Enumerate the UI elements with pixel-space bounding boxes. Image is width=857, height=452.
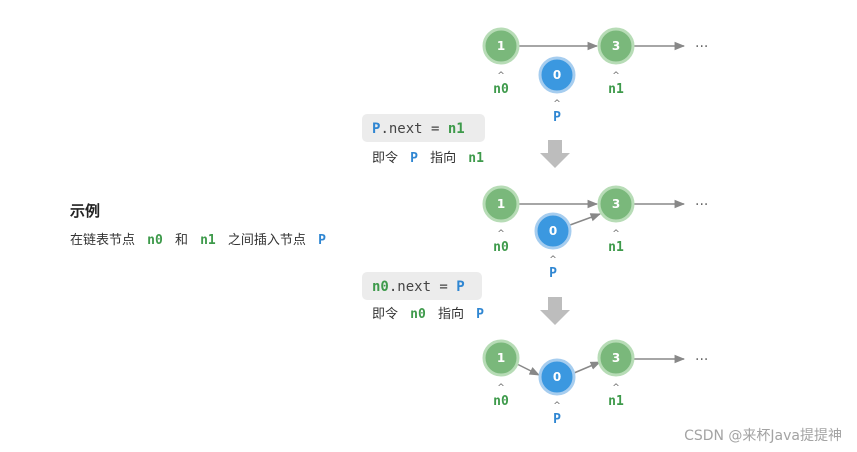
step2-code-box [362, 272, 482, 300]
step1-code-box [362, 114, 485, 142]
pointer-caret: ^ [497, 229, 505, 239]
node-n0: 1 [482, 27, 520, 65]
node-p: 0 [534, 212, 572, 250]
node-value: 1 [497, 39, 505, 53]
step-arrow-2 [540, 297, 570, 325]
step2-description: 即令 n0 指向 P [372, 306, 484, 322]
node-p: 0 [538, 358, 576, 396]
pointer-caret: ^ [612, 383, 620, 393]
node-value: 3 [612, 351, 620, 365]
label-n0: n0 [493, 394, 509, 409]
ellipsis: ··· [695, 197, 708, 213]
pointer-caret: ^ [612, 71, 620, 81]
node-value: 0 [549, 224, 557, 238]
link-n0-p [516, 363, 540, 376]
desc-n0: n0 [147, 233, 163, 248]
row-initial: ··· 1 3 0 ^ n0 ^ n1 ^ P [482, 27, 708, 125]
label-p: P [553, 110, 561, 125]
node-value: 0 [553, 68, 561, 82]
node-n0: 1 [482, 185, 520, 223]
node-value: 1 [497, 197, 505, 211]
desc-prefix: 在链表节点 [70, 233, 135, 248]
desc-and: 和 [175, 233, 188, 248]
ellipsis: ··· [695, 352, 708, 368]
desc-n1: n1 [200, 233, 216, 248]
ellipsis: ··· [695, 39, 708, 55]
pointer-caret: ^ [553, 401, 561, 411]
node-n0: 1 [482, 339, 520, 377]
step1-code: P.next = n1 [372, 121, 465, 137]
desc-mid: 之间插入节点 [228, 233, 306, 248]
node-n1: 3 [597, 185, 635, 223]
row-after-step2: ··· 1 3 0 ^ n0 ^ n1 ^ P [482, 339, 708, 427]
step1-annotation: P.next = n1 即令 P 指向 n1 [362, 114, 485, 166]
step-arrow-1 [540, 140, 570, 168]
node-value: 0 [553, 370, 561, 384]
link-p-n1 [573, 361, 601, 374]
node-value: 3 [612, 39, 620, 53]
link-p-n1 [569, 213, 601, 226]
step2-annotation: n0.next = P 即令 n0 指向 P [362, 272, 484, 322]
pointer-caret: ^ [497, 383, 505, 393]
label-p: P [549, 266, 557, 281]
pointer-caret: ^ [497, 71, 505, 81]
label-n1: n1 [608, 394, 624, 409]
label-n1: n1 [608, 82, 624, 97]
watermark: CSDN @来杯Java提提神 [684, 428, 842, 444]
label-n0: n0 [493, 82, 509, 97]
node-n1: 3 [597, 27, 635, 65]
row-after-step1: ··· 1 3 0 ^ n0 ^ n1 ^ P [482, 185, 708, 281]
step1-description: 即令 P 指向 n1 [372, 150, 484, 166]
node-n1: 3 [597, 339, 635, 377]
desc-p: P [318, 233, 326, 248]
node-value: 3 [612, 197, 620, 211]
node-value: 1 [497, 351, 505, 365]
label-n1: n1 [608, 240, 624, 255]
label-n0: n0 [493, 240, 509, 255]
label-p: P [553, 412, 561, 427]
pointer-caret: ^ [549, 255, 557, 265]
step2-code: n0.next = P [372, 279, 465, 295]
example-description: 在链表节点 n0 和 n1 之间插入节点 P [70, 233, 326, 248]
pointer-caret: ^ [553, 99, 561, 109]
pointer-caret: ^ [612, 229, 620, 239]
node-p: 0 [538, 56, 576, 94]
example-title: 示例 [70, 202, 100, 220]
